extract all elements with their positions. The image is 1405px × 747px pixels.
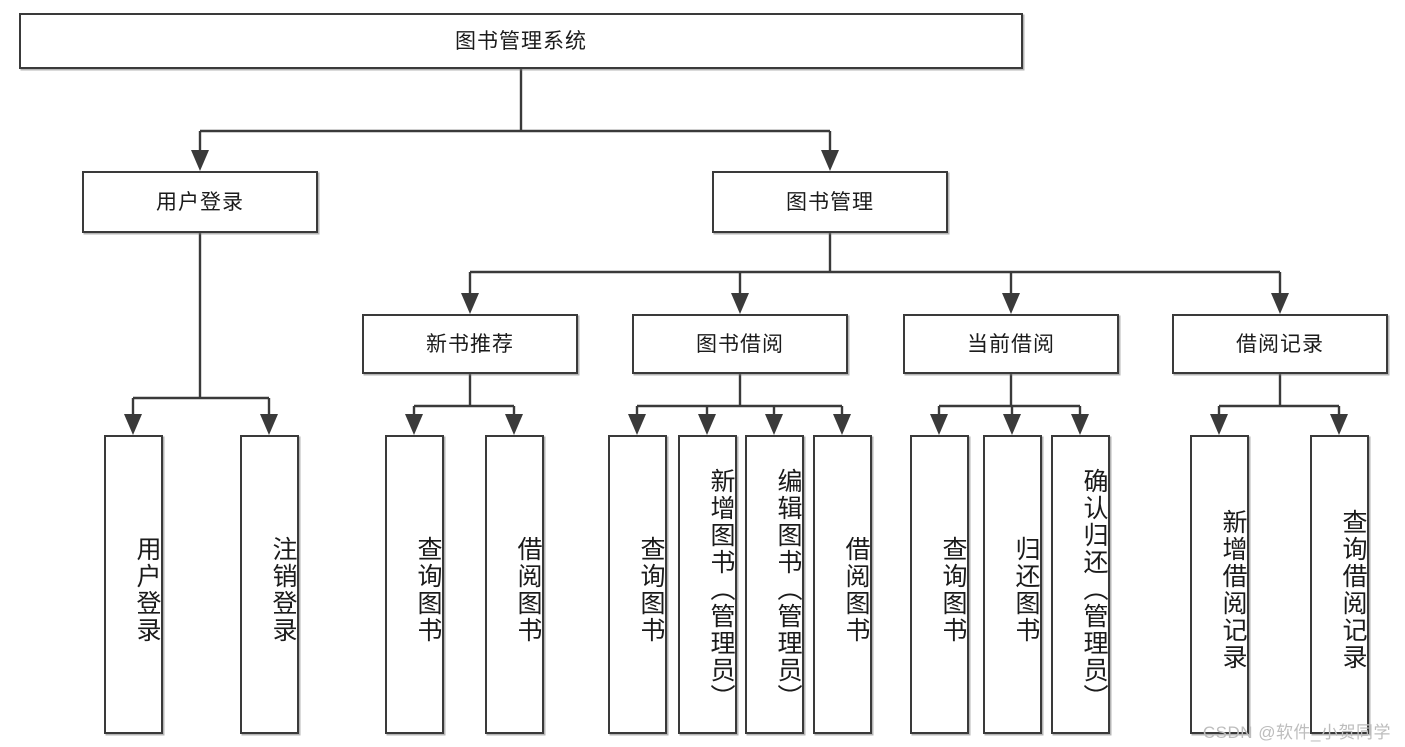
node-root-book-management-system[interactable]: 图书管理系统	[19, 13, 1023, 69]
leaf-add-book-admin[interactable]: 新增图书（管理员）	[678, 435, 737, 734]
node-new-book-recommend[interactable]: 新书推荐	[362, 314, 578, 374]
link-currentborrow-to-leaves	[930, 374, 1089, 435]
node-book-management[interactable]: 图书管理	[712, 171, 948, 233]
leaf-query-books-borrow[interactable]: 查询图书	[608, 435, 667, 734]
link-borrowrecord-to-leaves	[1210, 374, 1348, 435]
leaf-add-borrow-record[interactable]: 新增借阅记录	[1190, 435, 1249, 734]
leaf-confirm-return-admin[interactable]: 确认归还（管理员）	[1051, 435, 1110, 734]
node-user-login[interactable]: 用户登录	[82, 171, 318, 233]
leaf-edit-book-admin[interactable]: 编辑图书（管理员）	[745, 435, 804, 734]
leaf-return-book[interactable]: 归还图书	[983, 435, 1042, 734]
leaf-user-login[interactable]: 用户登录	[104, 435, 163, 734]
link-newbooks-to-leaves	[405, 374, 523, 435]
leaf-borrow-books-new[interactable]: 借阅图书	[485, 435, 544, 734]
link-root-to-level1	[191, 69, 839, 171]
leaf-query-books-new[interactable]: 查询图书	[385, 435, 444, 734]
link-bookborrow-to-leaves	[628, 374, 851, 435]
leaf-borrow-book[interactable]: 借阅图书	[813, 435, 872, 734]
link-level1-booksmgmt-to-level2	[461, 233, 1289, 314]
leaf-query-borrow-record[interactable]: 查询借阅记录	[1310, 435, 1369, 734]
link-userlogin-to-leaves	[124, 233, 278, 435]
node-book-borrow[interactable]: 图书借阅	[632, 314, 848, 374]
leaf-logout[interactable]: 注销登录	[240, 435, 299, 734]
node-borrow-record[interactable]: 借阅记录	[1172, 314, 1388, 374]
leaf-query-books-current[interactable]: 查询图书	[910, 435, 969, 734]
csdn-watermark: CSDN @软件_小贺同学	[1202, 723, 1391, 742]
node-current-borrow[interactable]: 当前借阅	[903, 314, 1119, 374]
